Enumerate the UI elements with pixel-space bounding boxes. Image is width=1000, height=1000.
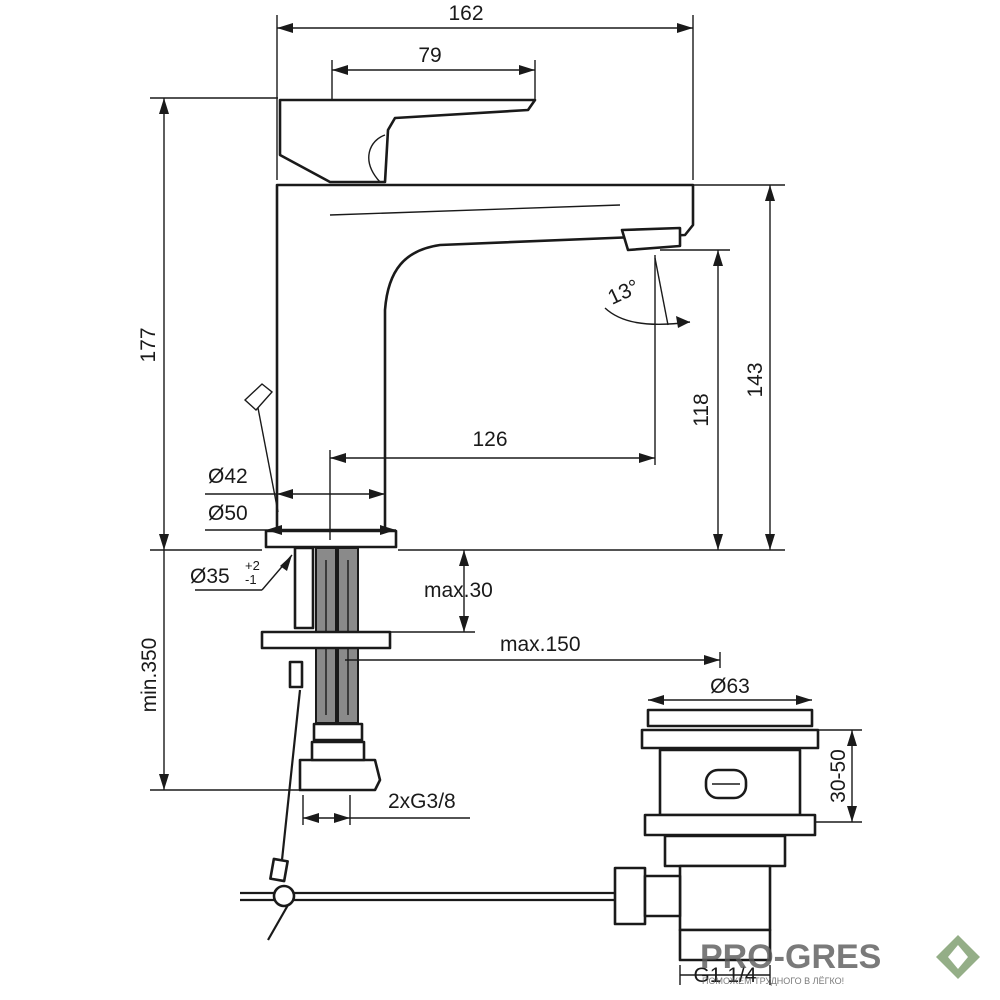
faucet-body [243, 98, 695, 549]
dim-max-pull-rod: max.150 [500, 633, 581, 656]
dim-waste-height: 30-50 [827, 749, 850, 803]
below-deck-assembly [240, 546, 615, 941]
dim-waste-thread: G1 1/4 [693, 964, 756, 987]
dim-spout-height-total: 143 [744, 362, 767, 397]
dim-waste-diameter: Ø63 [710, 675, 750, 698]
dim-min-hose-length: min.350 [138, 638, 161, 713]
dim-spout-angle: 13° [604, 275, 643, 309]
dim-max-deck-thickness: max.30 [424, 579, 493, 602]
dim-hose-connection: 2xG3/8 [388, 790, 456, 813]
dim-hole-diameter: Ø35 [190, 565, 230, 588]
dimension-lines [150, 15, 862, 985]
logo-tagline: ПОМОЖЕМ ТРУДНОГО В ЛЁГКО! [702, 976, 844, 986]
dim-spout-clearance: 118 [690, 393, 713, 426]
pro-gres-logo: PRO-GRES ПОМОЖЕМ ТРУДНОГО В ЛЁГКО! [700, 935, 980, 986]
logo-name: PRO-GRES [700, 938, 881, 976]
dim-spout-reach: 126 [472, 428, 507, 451]
dim-lever-width: 79 [418, 44, 441, 67]
dim-hole-tolerance-plus: +2 [245, 558, 260, 573]
dim-body-diameter-inner: Ø42 [208, 465, 248, 488]
dimension-labels: 162 79 177 143 118 126 13° Ø42 Ø50 Ø35 +… [137, 2, 850, 987]
dim-overall-width: 162 [448, 2, 483, 25]
dim-hole-tolerance-minus: -1 [245, 572, 257, 587]
pop-up-waste [613, 708, 820, 962]
diamond-icon [936, 935, 980, 979]
dim-body-diameter-outer: Ø50 [208, 502, 248, 525]
dim-overall-height: 177 [137, 327, 160, 362]
